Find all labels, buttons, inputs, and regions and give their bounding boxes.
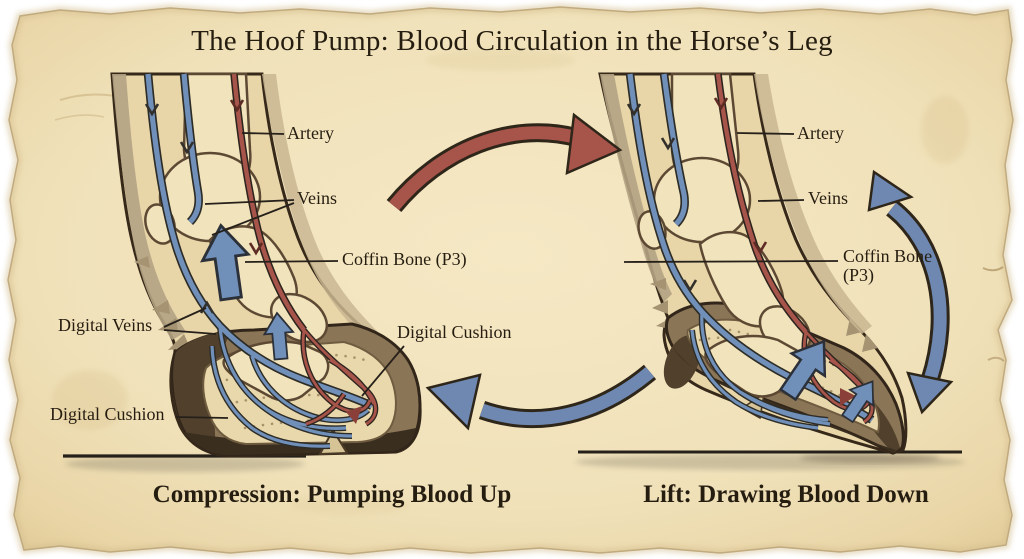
right-leg-illustration xyxy=(598,72,908,455)
leader-lines xyxy=(163,132,839,419)
label-left-digital-cushion-outer: Digital Cushion xyxy=(50,404,165,424)
label-right-artery: Artery xyxy=(797,123,844,143)
artery-arrowhead-right-hoof xyxy=(840,388,856,406)
label-left-digital-veins: Digital Veins xyxy=(58,315,153,335)
blood-up-red-arrow xyxy=(386,112,623,213)
caption-compression: Compression: Pumping Blood Up xyxy=(152,481,512,508)
lift-cycle-blue-arrow xyxy=(867,169,954,415)
artery-flow-chevrons-left xyxy=(229,99,264,256)
label-right-veins: Veins xyxy=(808,188,848,208)
vein-flow-chevrons-right xyxy=(626,103,698,293)
ground-left xyxy=(63,454,306,472)
label-right-coffin-bone: Coffin Bone (P3) xyxy=(843,246,933,286)
artery-arrowhead-left-hoof xyxy=(346,406,362,424)
left-leg-illustration xyxy=(110,72,422,458)
label-left-veins: Veins xyxy=(297,188,337,208)
refill-arrows-right xyxy=(778,339,875,424)
label-left-digital-cushion-inner: Digital Cushion xyxy=(397,322,512,342)
blood-return-blue-arrow xyxy=(425,364,657,431)
label-left-coffin-bone: Coffin Bone (P3) xyxy=(342,249,467,269)
artery-flow-chevrons-right xyxy=(713,97,768,255)
caption-lift: Lift: Drawing Blood Down xyxy=(643,481,929,508)
pump-up-arrows-left xyxy=(200,223,295,361)
label-left-artery: Artery xyxy=(287,123,334,143)
diagram-title: The Hoof Pump: Blood Circulation in the … xyxy=(191,25,833,57)
